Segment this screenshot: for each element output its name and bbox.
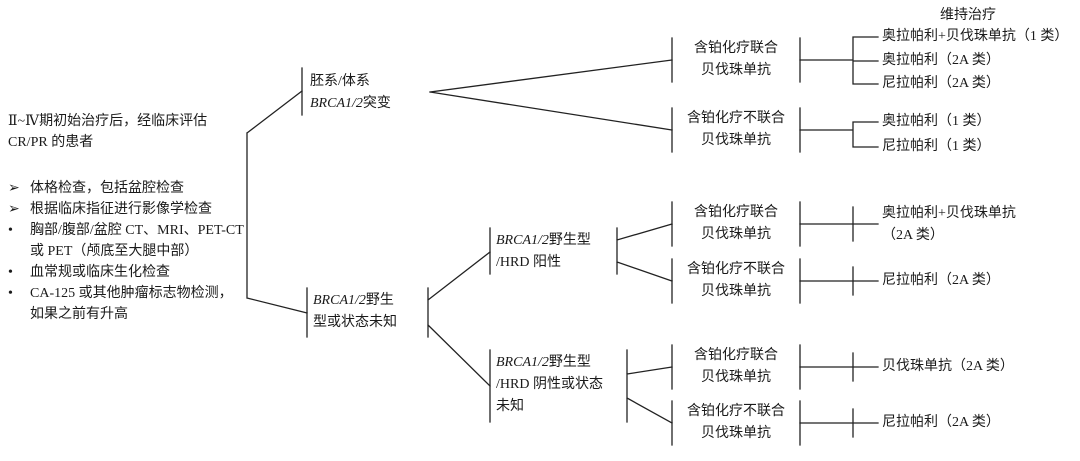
arrow-bullet-icon: ➢ xyxy=(8,181,20,196)
hrd-positive-rest: 野生型 xyxy=(548,233,591,248)
criteria-text: 如果之前有升高 xyxy=(30,307,128,322)
chemo-box-hrdpos-without-bev: 含铂化疗不联合 贝伐珠单抗 xyxy=(672,259,800,303)
connector-hrd-positive-node xyxy=(489,223,673,282)
connector-outcomes-group-3 xyxy=(799,206,879,242)
connector-mutation-node xyxy=(301,59,673,131)
gene-name: BRCA1/2 xyxy=(496,355,549,370)
maintenance-option: 尼拉帕利（1 类） xyxy=(882,139,991,154)
chemo-box-line: 贝伐珠单抗 xyxy=(701,370,771,385)
maintenance-option: 奥拉帕利（1 类） xyxy=(882,114,991,129)
maintenance-option: 尼拉帕利（2A 类） xyxy=(882,76,1000,91)
chemo-box-line: 含铂化疗联合 xyxy=(694,205,778,220)
criteria-text: 血常规或临床生化检查 xyxy=(30,265,170,280)
wildtype-node-line: 型或状态未知 xyxy=(313,315,397,330)
chemo-box-line: 含铂化疗不联合 xyxy=(687,404,785,419)
chemo-box-mut-without-bev: 含铂化疗不联合 贝伐珠单抗 xyxy=(672,108,800,152)
mutation-node-suffix: 突变 xyxy=(362,96,391,111)
connector-outcomes-group-4 xyxy=(799,266,879,296)
hrd-positive-line: BRCA1/2野生型 xyxy=(496,230,591,252)
maintenance-option: 贝伐珠单抗（2A 类） xyxy=(882,359,1014,374)
chemo-box-line: 含铂化疗不联合 xyxy=(687,111,785,126)
dot-bullet-icon: • xyxy=(8,286,13,301)
connector-outcomes-group-5 xyxy=(799,352,879,382)
hrd-unknown-rest: 野生型 xyxy=(548,355,591,370)
criteria-item-body: 血常规或临床生化检查 xyxy=(30,262,170,283)
hrd-unknown-line: BRCA1/2野生型 xyxy=(496,352,603,374)
connector-outcomes-group-6 xyxy=(799,408,879,438)
sub-node-hrd-positive: BRCA1/2野生型 /HRD 阳性 xyxy=(496,230,591,274)
gene-name: BRCA1/2 xyxy=(496,233,549,248)
maintenance-option: 尼拉帕利（2A 类） xyxy=(882,415,1000,430)
chemo-box-line: 贝伐珠单抗 xyxy=(701,133,771,148)
chemo-box-line: 贝伐珠单抗 xyxy=(701,426,771,441)
criteria-list: ➢ 体格检查，包括盆腔检查 ➢ 根据临床指征进行影像学检查 • 胸部/腹部/盆腔… xyxy=(8,178,244,325)
criteria-text: 或 PET（颅底至大腿中部） xyxy=(30,244,199,259)
sub-node-hrd-unknown: BRCA1/2野生型 /HRD 阴性或状态 未知 xyxy=(496,352,603,418)
chemo-box-line: 含铂化疗联合 xyxy=(694,41,778,56)
criteria-item: ➢ 根据临床指征进行影像学检查 xyxy=(8,199,244,220)
criteria-item: ➢ 体格检查，包括盆腔检查 xyxy=(8,178,244,199)
chemo-box-hrdunknown-with-bev: 含铂化疗联合 贝伐珠单抗 xyxy=(672,345,800,389)
connector-outcomes-group-2 xyxy=(799,121,879,148)
branch-node-brca-wildtype: BRCA1/2野生 型或状态未知 xyxy=(313,290,397,334)
criteria-item-body: CA-125 或其他肿瘤标志物检测， 如果之前有升高 xyxy=(30,283,233,325)
connector-wildtype-node xyxy=(306,251,491,387)
maintenance-option-line: （2A 类） xyxy=(882,228,944,243)
chemo-box-line: 含铂化疗不联合 xyxy=(687,262,785,277)
criteria-item-body: 根据临床指征进行影像学检查 xyxy=(30,199,212,220)
criteria-text: CA-125 或其他肿瘤标志物检测， xyxy=(30,286,233,301)
connector-hrd-unknown-node xyxy=(489,349,673,424)
mutation-node-line: BRCA1/2突变 xyxy=(310,93,391,115)
gene-name: BRCA1/2 xyxy=(310,96,363,111)
dot-bullet-icon: • xyxy=(8,265,13,280)
criteria-item: • 血常规或临床生化检查 xyxy=(8,262,244,283)
criteria-text: 体格检查，包括盆腔检查 xyxy=(30,181,184,196)
maintenance-option: 尼拉帕利（2A 类） xyxy=(882,273,1000,288)
hrd-unknown-line: /HRD 阴性或状态 xyxy=(496,377,603,392)
chemo-box-line: 含铂化疗联合 xyxy=(694,348,778,363)
maintenance-option: 奥拉帕利（2A 类） xyxy=(882,53,1000,68)
arrow-bullet-icon: ➢ xyxy=(8,202,20,217)
criteria-item-body: 体格检查，包括盆腔检查 xyxy=(30,178,184,199)
wildtype-node-line: BRCA1/2野生 xyxy=(313,290,397,312)
chemo-box-hrdpos-with-bev: 含铂化疗联合 贝伐珠单抗 xyxy=(672,202,800,246)
mutation-node-line: 胚系/体系 xyxy=(310,74,370,89)
maintenance-option-line: 奥拉帕利+贝伐珠单抗 xyxy=(882,206,1016,221)
chemo-box-line: 贝伐珠单抗 xyxy=(701,284,771,299)
criteria-text: 根据临床指征进行影像学检查 xyxy=(30,202,212,217)
patient-title-line: CR/PR 的患者 xyxy=(8,135,94,150)
criteria-item: • CA-125 或其他肿瘤标志物检测， 如果之前有升高 xyxy=(8,283,244,325)
dot-bullet-icon: • xyxy=(8,223,13,238)
connector-root-bracket xyxy=(246,90,308,314)
maintenance-option: 奥拉帕利+贝伐珠单抗（1 类） xyxy=(882,29,1069,44)
chemo-box-line: 贝伐珠单抗 xyxy=(701,63,771,78)
chemo-box-line: 贝伐珠单抗 xyxy=(701,227,771,242)
criteria-item: • 胸部/腹部/盆腔 CT、MRI、PET-CT 或 PET（颅底至大腿中部） xyxy=(8,220,244,262)
criteria-text: 胸部/腹部/盆腔 CT、MRI、PET-CT xyxy=(30,223,244,238)
hrd-positive-line: /HRD 阳性 xyxy=(496,255,561,270)
chemo-box-hrdunknown-without-bev: 含铂化疗不联合 贝伐珠单抗 xyxy=(672,401,800,445)
hrd-unknown-line: 未知 xyxy=(496,399,524,414)
wildtype-node-rest: 野生 xyxy=(365,293,394,308)
branch-node-brca-mutation: 胚系/体系 BRCA1/2突变 xyxy=(310,71,391,115)
gene-name: BRCA1/2 xyxy=(313,293,366,308)
patient-criteria-title: Ⅱ~Ⅳ期初始治疗后，经临床评估 CR/PR 的患者 xyxy=(8,111,207,153)
connector-outcomes-group-1 xyxy=(799,36,879,85)
maintenance-column-header: 维持治疗 xyxy=(940,8,996,23)
criteria-item-body: 胸部/腹部/盆腔 CT、MRI、PET-CT 或 PET（颅底至大腿中部） xyxy=(30,220,244,262)
patient-title-line: Ⅱ~Ⅳ期初始治疗后，经临床评估 xyxy=(8,114,208,129)
maintenance-option: 奥拉帕利+贝伐珠单抗 （2A 类） xyxy=(882,203,1016,247)
chemo-box-mut-with-bev: 含铂化疗联合 贝伐珠单抗 xyxy=(672,38,800,82)
